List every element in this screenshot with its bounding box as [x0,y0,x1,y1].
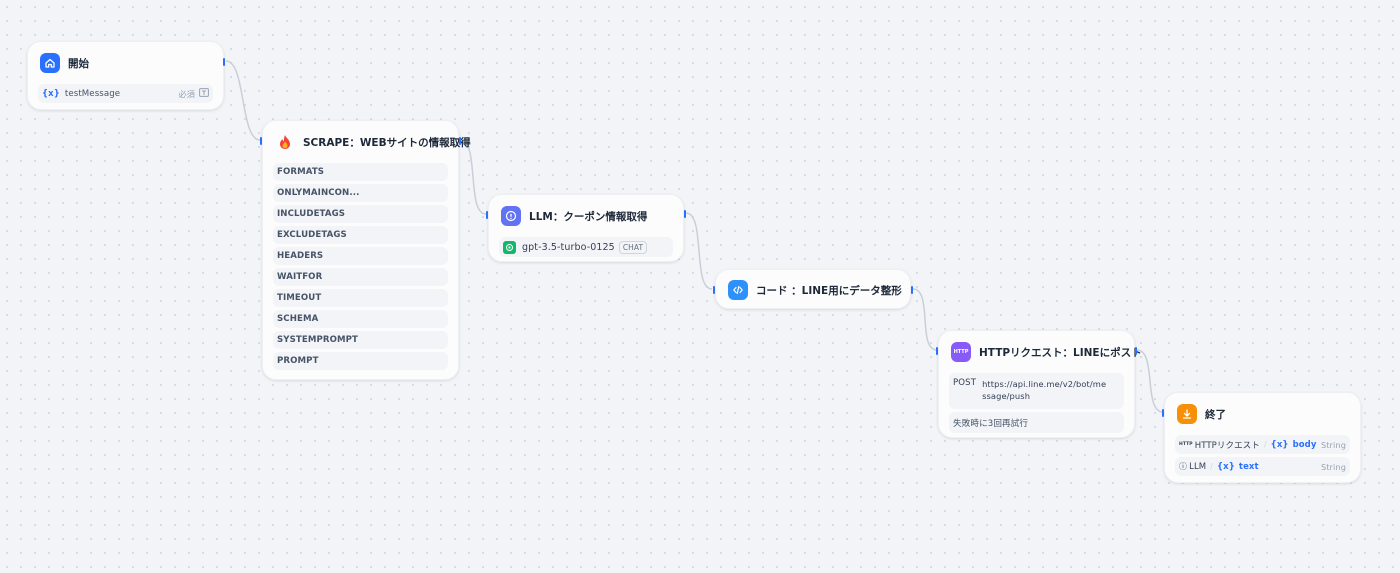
llm-output-handle[interactable] [684,210,686,218]
node-code[interactable]: コード ：LINE用にデータ整形 [713,269,913,309]
scrape-output-handle[interactable] [459,137,461,145]
scrape-param-row: WAITFOR [273,268,448,286]
edge-scrape-llm [459,139,487,215]
llm-icon [501,206,521,226]
node-start[interactable]: 開始 {x} testMessage 必須 [27,41,225,110]
code-input-handle[interactable] [713,286,715,294]
llm-input-handle[interactable] [486,211,488,219]
node-http-title: HTTPリクエスト：LINEにポスト [979,346,1142,359]
http-request-row: POST https://api.line.me/v2/bot/message/… [949,373,1124,409]
node-start-header: 開始 [40,52,211,74]
http-retry-text: 失敗時に3回再試行 [953,418,1029,429]
http-output-handle[interactable] [1135,347,1137,355]
node-scrape-header: SCRAPE：WEBサイトの情報取得 [275,131,471,153]
scrape-param-row: INCLUDETAGS [273,205,448,223]
scrape-param-row: HEADERS [273,247,448,265]
node-http[interactable]: HTTP HTTPリクエスト：LINEにポスト POST https://api… [936,330,1142,438]
llm-source-icon: ⓘ [1179,462,1188,471]
output-source: LLM [1189,461,1207,472]
edge-llm-code [685,212,713,290]
http-icon-text: HTTP [953,349,969,355]
http-icon: HTTP [951,342,971,362]
llm-model-tag: CHAT [618,240,648,254]
llm-model-row[interactable]: gpt-3.5-turbo-0125 CHAT [499,237,673,257]
node-scrape[interactable]: SCRAPE：WEBサイトの情報取得 FORMATS ONLYMAINCON..… [260,120,471,380]
start-variable-row[interactable]: {x} testMessage 必須 [38,84,213,103]
scrape-input-handle[interactable] [260,137,262,145]
variable-icon: {x} [1217,461,1235,472]
text-box-icon [199,87,209,100]
node-code-header: コード ：LINE用にデータ整形 [728,279,902,301]
code-output-handle[interactable] [911,286,913,294]
scrape-param-row: TIMEOUT [273,289,448,307]
scrape-param-row: SCHEMA [273,310,448,328]
output-variable: body [1292,439,1317,450]
end-input-handle[interactable] [1162,409,1164,417]
fire-icon [275,132,295,152]
node-code-title: コード ：LINE用にデータ整形 [756,284,902,297]
scrape-param-row: PROMPT [273,352,448,370]
node-scrape-title: SCRAPE：WEBサイトの情報取得 [303,136,471,149]
output-variable: text [1238,461,1259,472]
output-source: HTTPリクエスト [1194,440,1260,451]
node-end-title: 終了 [1205,408,1226,421]
end-output-row: HTTP HTTPリクエスト / {x} body String [1175,435,1350,454]
edge-code-http [912,288,938,351]
node-llm-header: LLM：クーポン情報取得 [501,205,671,227]
scrape-param-row: FORMATS [273,163,448,181]
node-http-header: HTTP HTTPリクエスト：LINEにポスト [951,341,1142,363]
node-end-header: 終了 [1177,403,1348,425]
scrape-param-row: SYSTEMPROMPT [273,331,448,349]
variable-icon: {x} [42,88,60,99]
http-input-handle[interactable] [936,347,938,355]
start-variable-name: testMessage [64,88,121,99]
scrape-param-row: EXCLUDETAGS [273,226,448,244]
end-icon [1177,404,1197,424]
scrape-param-row: ONLYMAINCON... [273,184,448,202]
node-start-title: 開始 [68,57,89,70]
http-retry-row: 失敗時に3回再試行 [949,412,1124,433]
http-method: POST [953,378,977,388]
node-end[interactable]: 終了 HTTP HTTPリクエスト / {x} body String ⓘ LL… [1162,392,1361,483]
start-output-handle[interactable] [223,58,225,66]
output-type: String [1320,439,1346,450]
end-output-row: ⓘ LLM / {x} text String [1175,457,1350,476]
code-icon [728,280,748,300]
http-source-icon: HTTP [1179,442,1193,447]
home-icon [40,53,60,73]
http-url: https://api.line.me/v2/bot/message/push [982,379,1107,401]
variable-icon: {x} [1270,439,1289,450]
output-type: String [1320,461,1346,472]
node-llm-title: LLM：クーポン情報取得 [529,210,648,223]
edge-start-scrape [225,60,261,141]
required-label: 必須 [178,88,195,99]
openai-icon [503,240,516,254]
llm-model-name: gpt-3.5-turbo-0125 [522,241,615,253]
node-llm[interactable]: LLM：クーポン情報取得 gpt-3.5-turbo-0125 CHAT [486,194,686,262]
